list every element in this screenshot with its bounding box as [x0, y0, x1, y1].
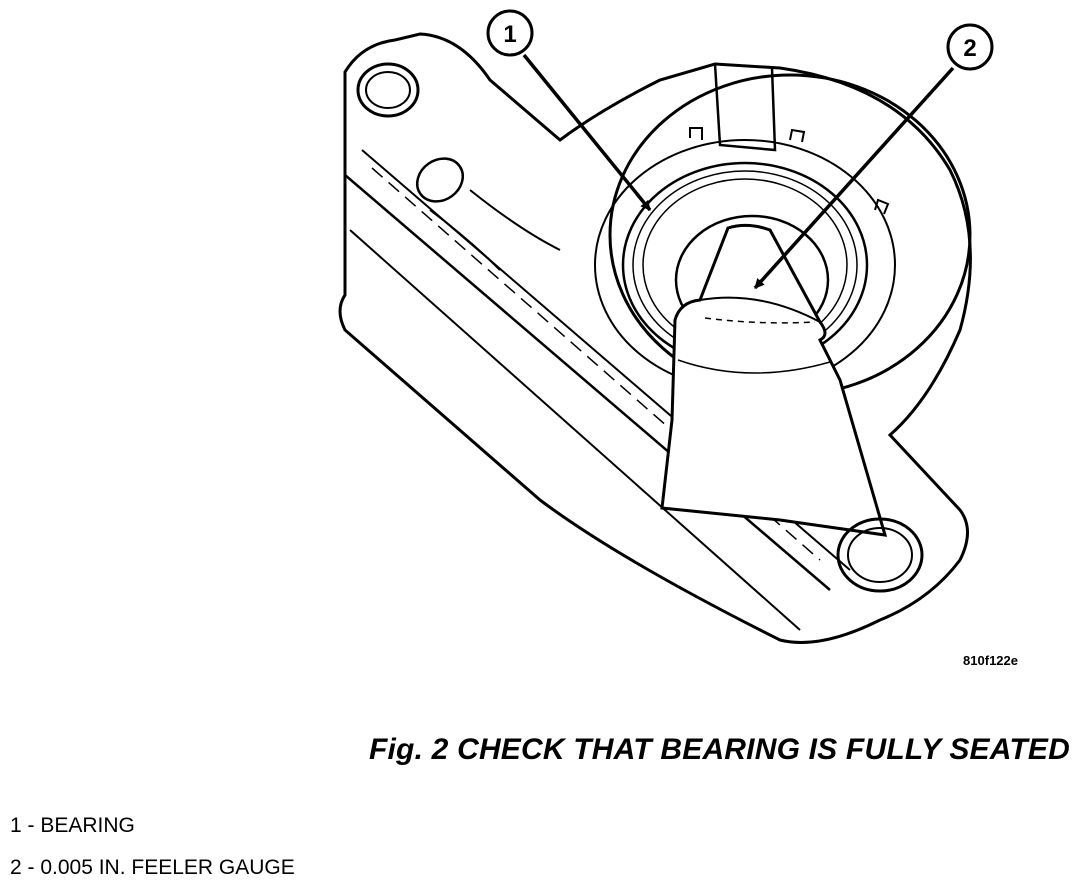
support-bracket-outline	[338, 32, 972, 644]
retention-tab	[689, 127, 703, 140]
callout-2-circle	[946, 23, 994, 71]
legend-item-feeler-gauge: 2 - 0.005 IN. FEELER GAUGE	[10, 856, 295, 879]
mounting-hole-inner	[365, 71, 411, 109]
callout-1-leader	[522, 53, 652, 212]
bracket-rail	[344, 174, 831, 591]
bearing-illustration: 1 2	[338, 9, 994, 644]
mounting-hole	[356, 62, 420, 118]
figure-code: 810f122e	[963, 653, 1018, 668]
callout-2-leader	[753, 66, 955, 290]
bracket-web	[429, 209, 501, 271]
feeler-gauge-fold	[699, 296, 821, 323]
callout-1-label: 1	[503, 21, 516, 48]
feeler-gauge-dashed	[704, 317, 816, 324]
legend-item-bearing: 1 - BEARING	[10, 814, 135, 837]
retention-tab	[789, 128, 806, 143]
bracket-rail	[349, 229, 801, 631]
bracket-web	[469, 189, 561, 251]
legend: 1 - BEARING 2 - 0.005 IN. FEELER GAUGE	[10, 812, 295, 896]
housing-notch	[713, 63, 777, 152]
mounting-hole	[836, 517, 924, 593]
callout-2-label: 2	[963, 35, 976, 62]
bracket-slot	[415, 157, 465, 203]
feeler-gauge	[660, 223, 888, 537]
mounting-hole-inner	[847, 527, 913, 583]
figure-caption: Fig. 2 CHECK THAT BEARING IS FULLY SEATE…	[369, 733, 1070, 766]
callout-1-circle	[486, 9, 534, 57]
feeler-gauge-edge	[677, 359, 831, 374]
